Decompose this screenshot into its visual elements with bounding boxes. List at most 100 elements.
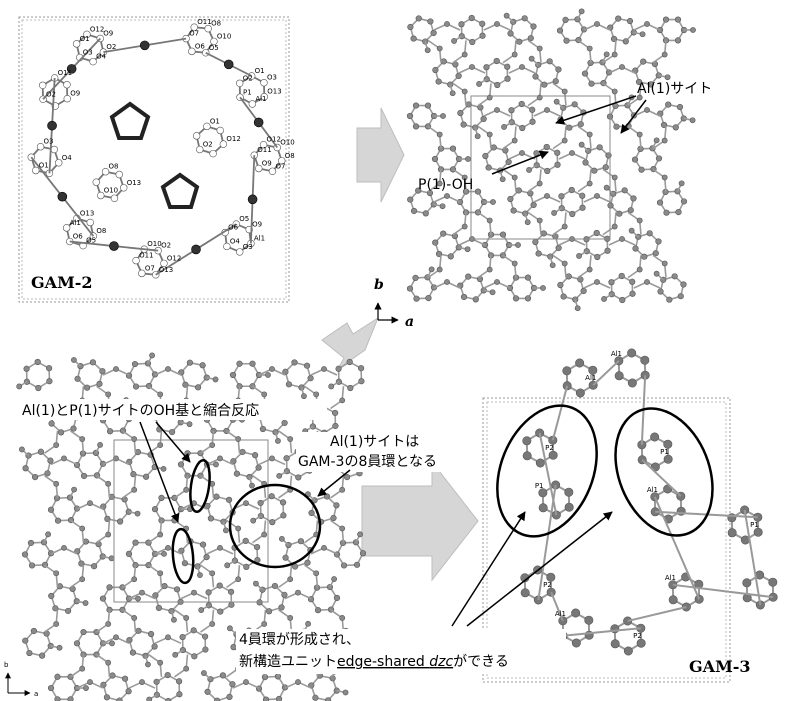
atom [674,16,682,23]
atom [508,107,515,114]
atom [339,615,346,621]
atom [139,589,145,596]
atom [543,143,550,151]
atom [308,509,315,517]
atom [158,494,165,502]
atom [444,21,450,27]
bond [672,583,774,599]
atom [520,588,530,598]
atom [188,47,196,56]
atom [261,531,268,538]
atom [113,634,119,641]
atom [297,538,305,545]
atom [145,661,151,668]
atom [522,451,532,461]
atom [576,253,582,259]
atom [611,223,618,230]
atom [482,152,489,160]
atom [486,266,493,273]
atom [503,12,510,19]
atom [677,293,684,300]
atom [36,143,45,151]
atom [34,358,41,366]
atom [727,528,737,538]
ring-bonds [154,497,182,522]
atom [171,616,177,623]
ring-bonds [484,233,510,257]
atom [412,102,420,109]
axis-small-b-label: b [4,661,9,669]
atom [28,562,36,569]
atom [511,174,518,181]
ring-bonds [535,146,559,172]
atom [540,230,547,237]
atom [676,103,684,111]
atom [536,45,543,52]
atom [275,438,281,444]
atom [447,253,454,260]
atom [544,167,551,175]
atom-label: P2 [633,632,642,640]
atom [183,615,190,621]
label-four-ring-2-term: edge-shared [337,654,429,670]
atom [674,37,682,44]
atom [131,576,138,583]
atom [79,665,86,672]
atom [616,210,623,217]
atom [359,550,367,557]
atom [588,80,595,87]
atom [97,191,105,200]
atom [601,296,607,302]
atom [353,561,361,568]
atom [325,697,332,701]
atom [138,269,146,278]
atom [303,362,311,369]
atom [209,149,217,158]
atom [129,649,137,656]
atom [53,570,60,577]
atom-label: O2 [106,43,116,51]
atom [105,480,112,487]
atom [259,425,267,433]
atom [490,199,496,205]
atom [501,124,507,130]
atom [457,109,464,117]
atom [223,242,231,251]
atom [608,279,615,286]
atom [134,510,141,517]
atom [105,391,112,398]
atom [611,88,618,95]
atom [46,378,53,385]
atom [515,242,521,248]
atom-label: O10 [280,139,294,147]
atom [235,525,242,532]
atom [269,519,276,526]
atom [556,27,564,34]
atom [287,576,294,583]
gam3-title: GAM-3 [689,657,751,676]
atom [291,359,298,366]
atom [596,144,603,151]
atom [586,131,593,138]
atom [328,383,335,390]
atom [261,391,268,398]
atom [661,51,668,58]
atom [199,541,207,548]
atom [460,293,468,301]
atom [210,37,218,46]
atom-label: O1 [80,35,90,43]
atom [71,486,77,493]
atom [61,455,67,462]
atom [260,79,268,87]
atom [358,365,365,372]
atom [476,81,482,87]
atom [282,368,289,375]
atom [489,289,496,296]
atom-label: O5 [86,237,96,245]
gam2-unit-cell [18,16,290,303]
atom [132,539,139,546]
atom [203,122,211,131]
atom-label: O8 [211,20,221,28]
atom [532,238,539,246]
atom [435,78,442,85]
